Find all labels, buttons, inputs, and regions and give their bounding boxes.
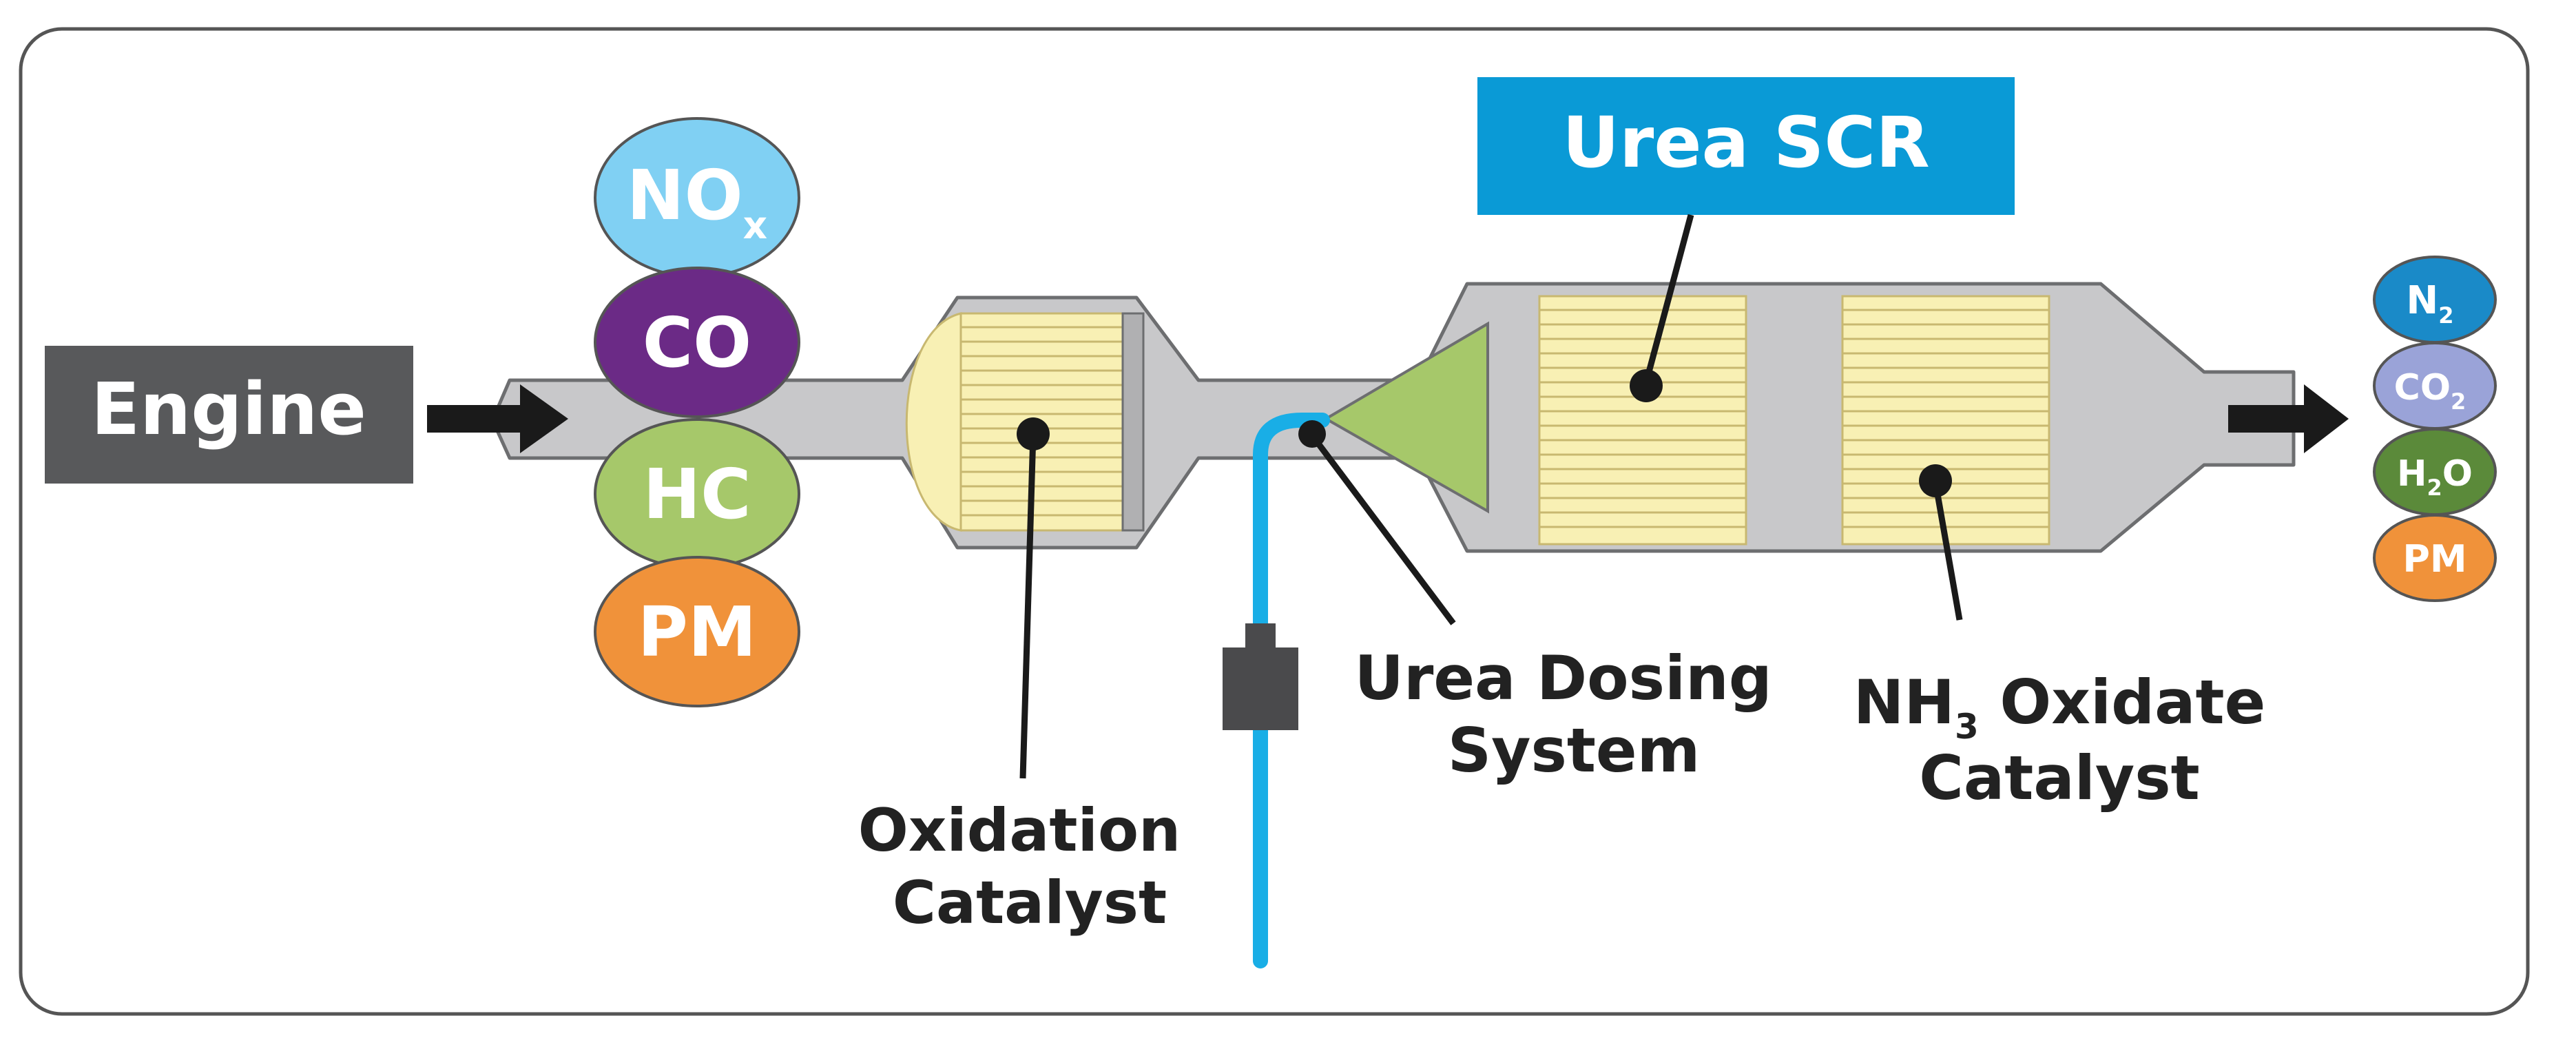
co2-label: CO2 [2394, 367, 2466, 415]
oxidation-catalyst-dome [905, 312, 962, 532]
diagram-frame [19, 27, 2530, 1016]
leader-dots [1017, 369, 1952, 497]
co-bubble: CO [594, 267, 800, 418]
pm-out-label: PM [2402, 537, 2466, 581]
co-label: CO [643, 302, 751, 383]
nox-bubble: NOx [594, 117, 800, 278]
co2-bubble: CO2 [2373, 342, 2497, 430]
h2o-label: H2O [2397, 453, 2473, 501]
n2-label: N2 [2406, 278, 2453, 329]
hc-label: HC [643, 454, 751, 535]
engine-box [45, 346, 413, 484]
nh3-leader [1932, 481, 1963, 621]
outlet-arrow [2228, 384, 2349, 453]
injector-cap [1245, 623, 1276, 651]
scr-catalyst [1538, 295, 1747, 546]
scr-leader [1643, 214, 1694, 384]
injector-body [1223, 647, 1298, 730]
scr-banner [1477, 77, 2015, 215]
oxidation-catalyst-channels [961, 326, 1123, 517]
hc-bubble: HC [594, 418, 800, 570]
pm-out-bubble: PM [2373, 514, 2497, 602]
pm-label: PM [638, 592, 757, 672]
nh3-oxidate-catalyst [1841, 295, 2050, 546]
urea-injector [1223, 623, 1298, 730]
n2-bubble: N2 [2373, 256, 2497, 344]
h2o-bubble: H2O [2373, 428, 2497, 516]
oxidation-catalyst [905, 312, 1145, 532]
nh3-oxidate-catalyst-label: NH3 Oxidate [1853, 667, 2266, 747]
output-products: N2 CO2 H2O PM [2373, 256, 2497, 602]
nh3-oxidate-catalyst-label-line2: Catalyst [1919, 743, 2199, 813]
engine-label: Engine [91, 367, 366, 451]
leader-lines [1019, 214, 1963, 779]
dosing-leader [1309, 433, 1456, 625]
scr-dot [1630, 369, 1663, 402]
nh3-oxidate-catalyst-brick [1841, 295, 2050, 546]
dosing-dot [1298, 420, 1326, 448]
urea-dosing-label: Urea Dosing System [1355, 643, 1794, 786]
pm-bubble: PM [594, 556, 800, 707]
urea-supply-line [1253, 413, 1330, 968]
inlet-arrow [427, 384, 568, 453]
input-pollutants: NOx CO HC PM [594, 117, 800, 707]
nh3-dot [1919, 464, 1952, 497]
scr-catalyst-brick [1538, 295, 1747, 546]
urea-mixer-cone [1323, 321, 1489, 514]
oxidation-catalyst-endcap [1121, 312, 1145, 532]
nox-label: NOx [627, 155, 767, 247]
oxidation-leader [1019, 433, 1037, 779]
oxidation-catalyst-label: Oxidation Catalyst [858, 796, 1202, 937]
scr-banner-title: Urea SCR [1562, 102, 1930, 184]
oxidation-dot [1017, 417, 1050, 450]
